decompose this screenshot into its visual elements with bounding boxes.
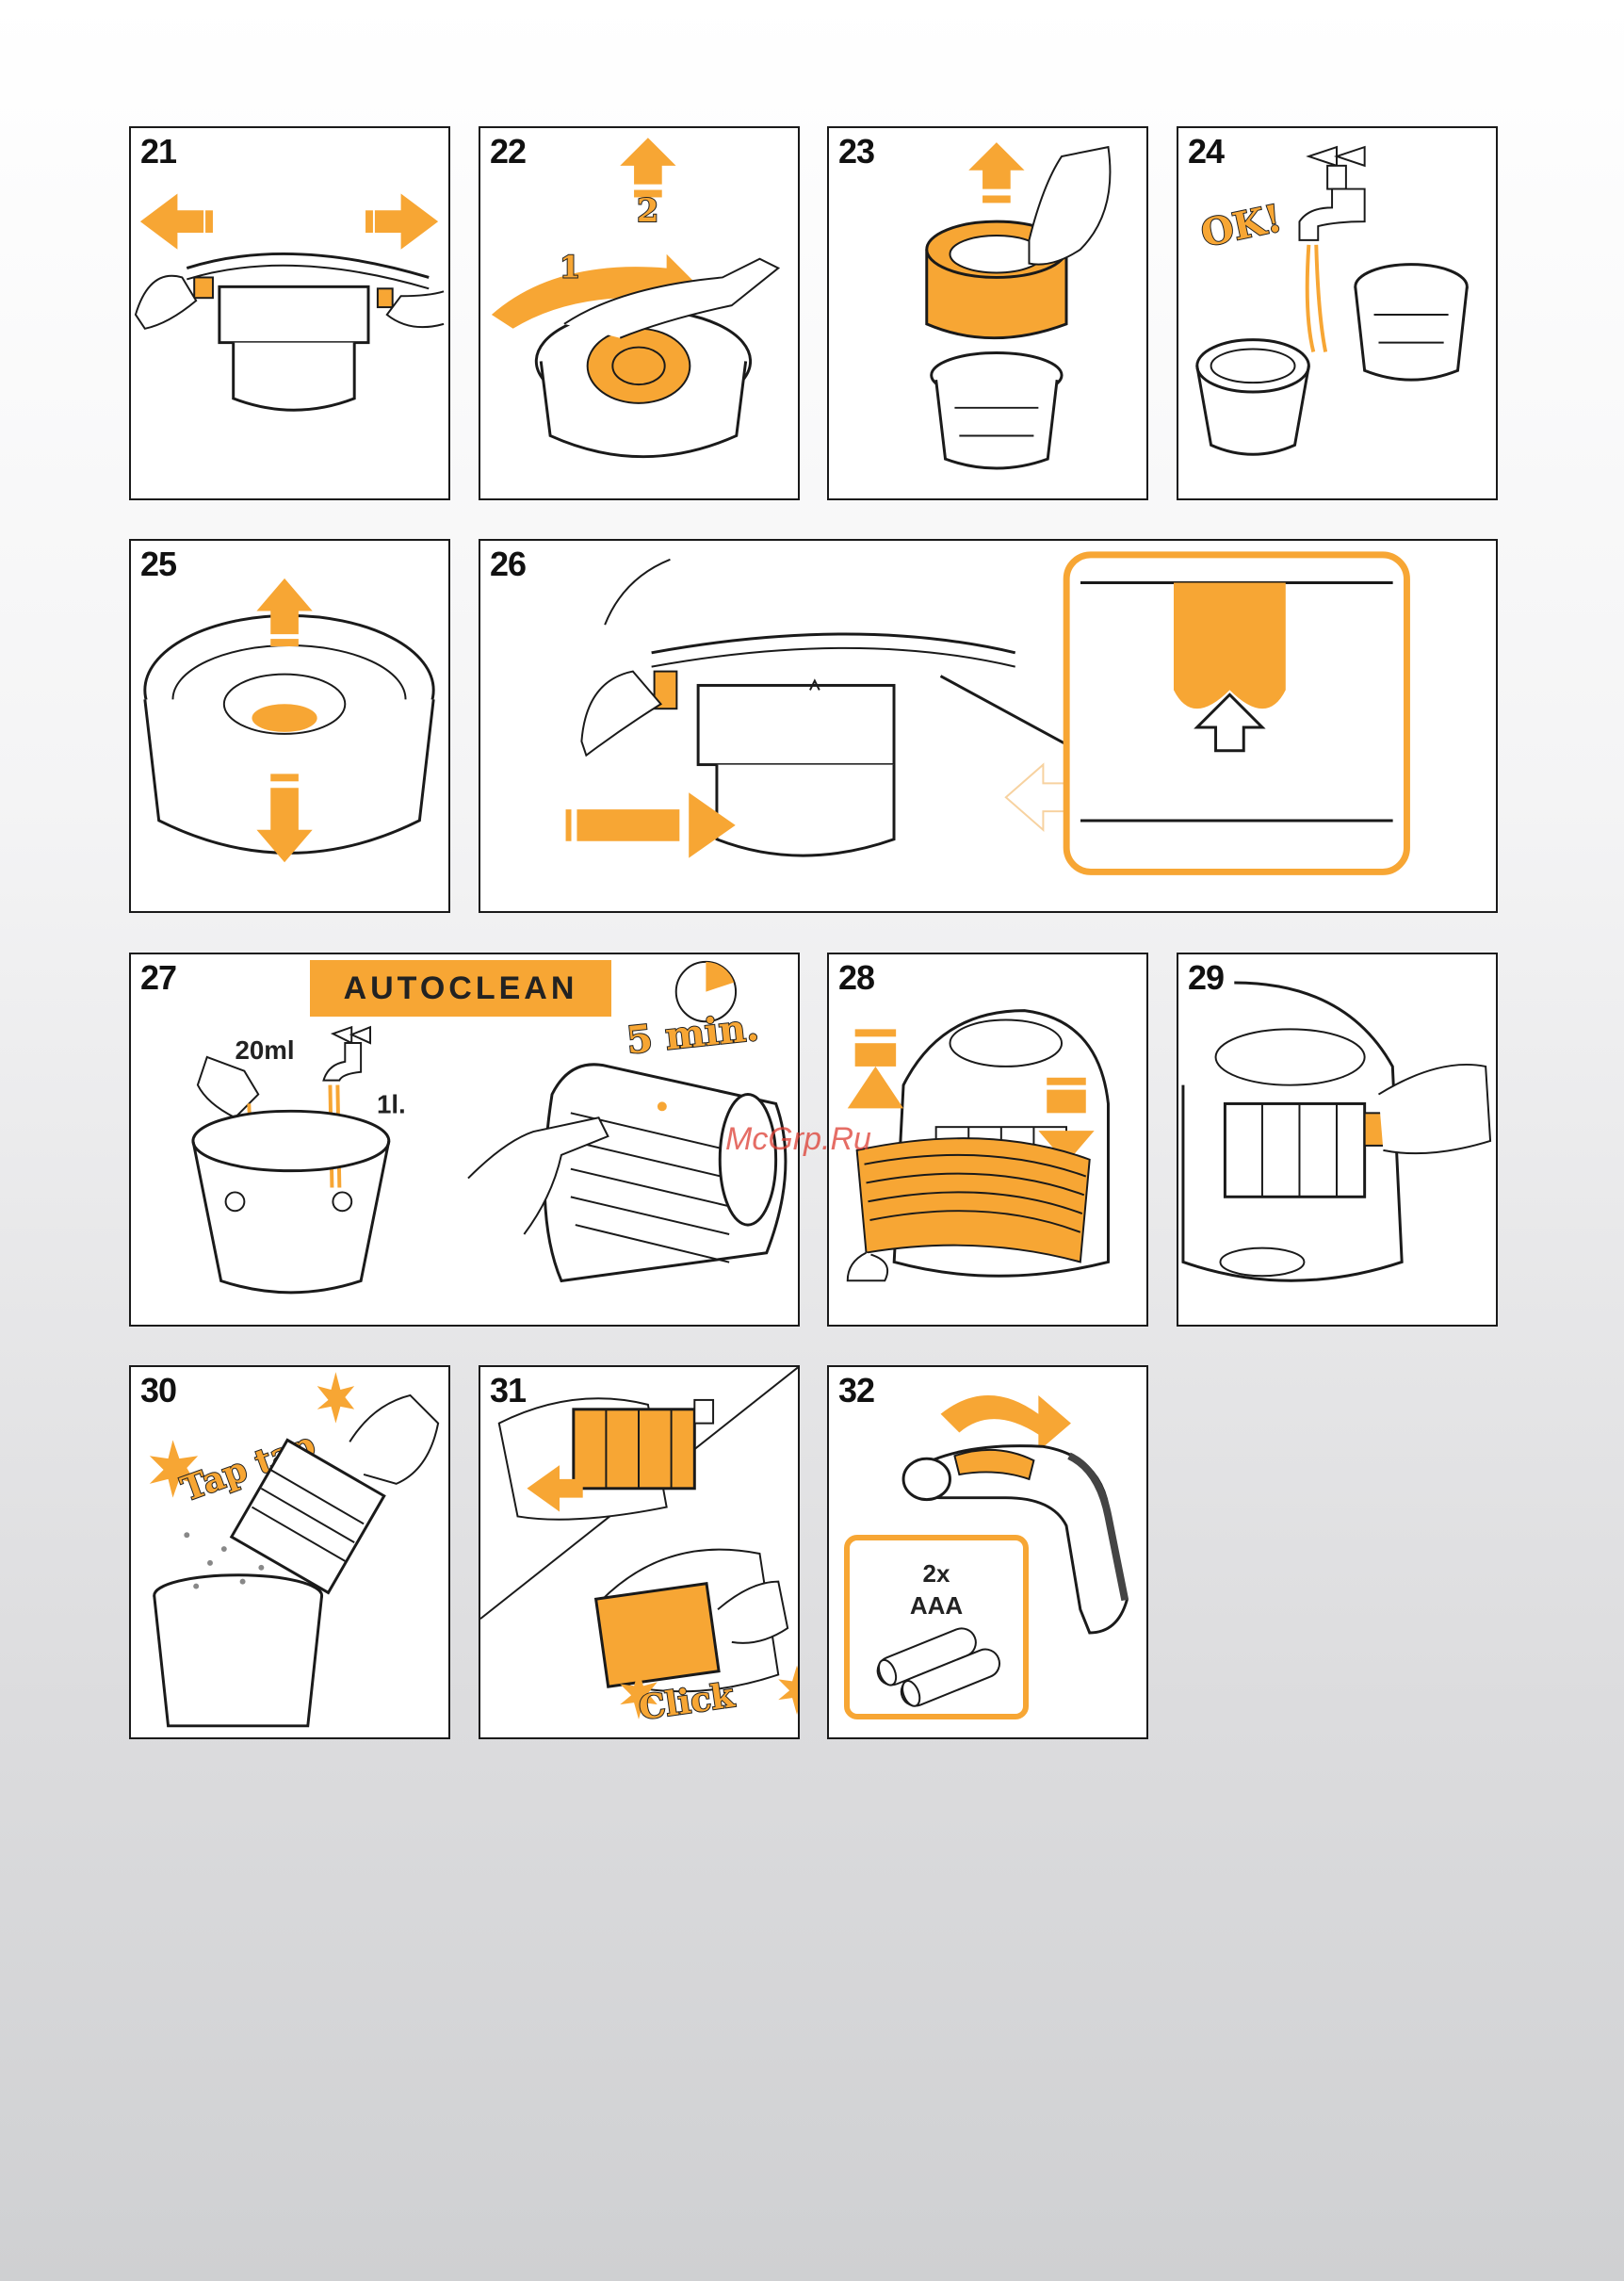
panel-27: 27 AUTOCLEAN 20ml 1l. 5 min. (129, 953, 800, 1327)
panel-number: 26 (490, 545, 526, 584)
panel-26: 26 (479, 539, 1498, 913)
panel-number: 21 (140, 132, 176, 171)
arrow-right-icon (375, 194, 438, 250)
hand-icon (1029, 147, 1110, 265)
bucket-icon (193, 1111, 389, 1170)
panel-number: 23 (838, 132, 874, 171)
panel-number: 25 (140, 545, 176, 584)
filter-icon (574, 1409, 694, 1489)
panel-number: 27 (140, 958, 176, 998)
filter-icon (596, 1584, 720, 1686)
panel-32: 32 2x AAA (827, 1365, 1148, 1739)
container-release-illustration (131, 128, 448, 498)
tap-icon (1299, 147, 1364, 240)
panel-29: 29 (1177, 953, 1498, 1327)
washing-illustration: OK! (1178, 128, 1496, 498)
ok-label: OK! (1197, 197, 1286, 256)
filter-remove-illustration (829, 128, 1146, 498)
arrow-left-icon (140, 194, 203, 250)
panel-number: 29 (1188, 958, 1224, 998)
bin-icon (154, 1595, 322, 1725)
filter-icon (588, 329, 690, 403)
hand-icon (1378, 1065, 1490, 1153)
arrow-up-icon (620, 138, 675, 184)
autoclean-banner: AUTOCLEAN (310, 960, 611, 1017)
time-label: 5 min. (625, 1006, 761, 1063)
step-1-label: 1 (560, 250, 580, 285)
panel-23: 23 (827, 126, 1148, 500)
panel-number: 32 (838, 1371, 874, 1410)
panel-31: 31 Click (479, 1365, 800, 1739)
filter-unscrew-illustration: 2 1 (480, 128, 798, 498)
step-2-label: 2 (637, 191, 658, 229)
curved-arrow-icon (941, 1395, 1071, 1451)
panel-28: 28 (827, 953, 1148, 1327)
panel-number: 22 (490, 132, 526, 171)
filter-folding-illustration (829, 954, 1146, 1325)
hand-icon (581, 672, 660, 756)
filter-reinsert-illustration (1178, 954, 1496, 1325)
hand-icon (387, 291, 444, 327)
hand-icon (349, 1395, 438, 1484)
battery-icon (850, 1540, 1023, 1714)
filter-click-illustration: Click (480, 1367, 798, 1737)
arrow-up-icon (968, 142, 1024, 188)
panel-number: 31 (490, 1371, 526, 1410)
battery-callout: 2x AAA (844, 1535, 1029, 1719)
water-label: 1l. (377, 1089, 406, 1118)
tap-icon (324, 1027, 370, 1080)
panel-22: 22 2 1 (479, 126, 800, 500)
arrow-down-icon (848, 1067, 903, 1108)
hand-icon (848, 1253, 887, 1281)
panel-number: 24 (1188, 132, 1224, 171)
dose-label: 20ml (235, 1035, 294, 1065)
panel-24: 24 OK! (1177, 126, 1498, 500)
container-insert-illustration (480, 541, 1496, 911)
filter-icon (1225, 1103, 1364, 1197)
filter-tapping-illustration: Tap tap (131, 1367, 448, 1737)
panel-number: 30 (140, 1371, 176, 1410)
panel-21: 21 (129, 126, 450, 500)
watermark: McGrp.Ru (725, 1121, 871, 1158)
panel-30: 30 Tap tap (129, 1365, 450, 1739)
filter-replace-illustration (131, 541, 448, 911)
panel-25: 25 (129, 539, 450, 913)
panel-number: 28 (838, 958, 874, 998)
hand-icon (136, 276, 196, 329)
